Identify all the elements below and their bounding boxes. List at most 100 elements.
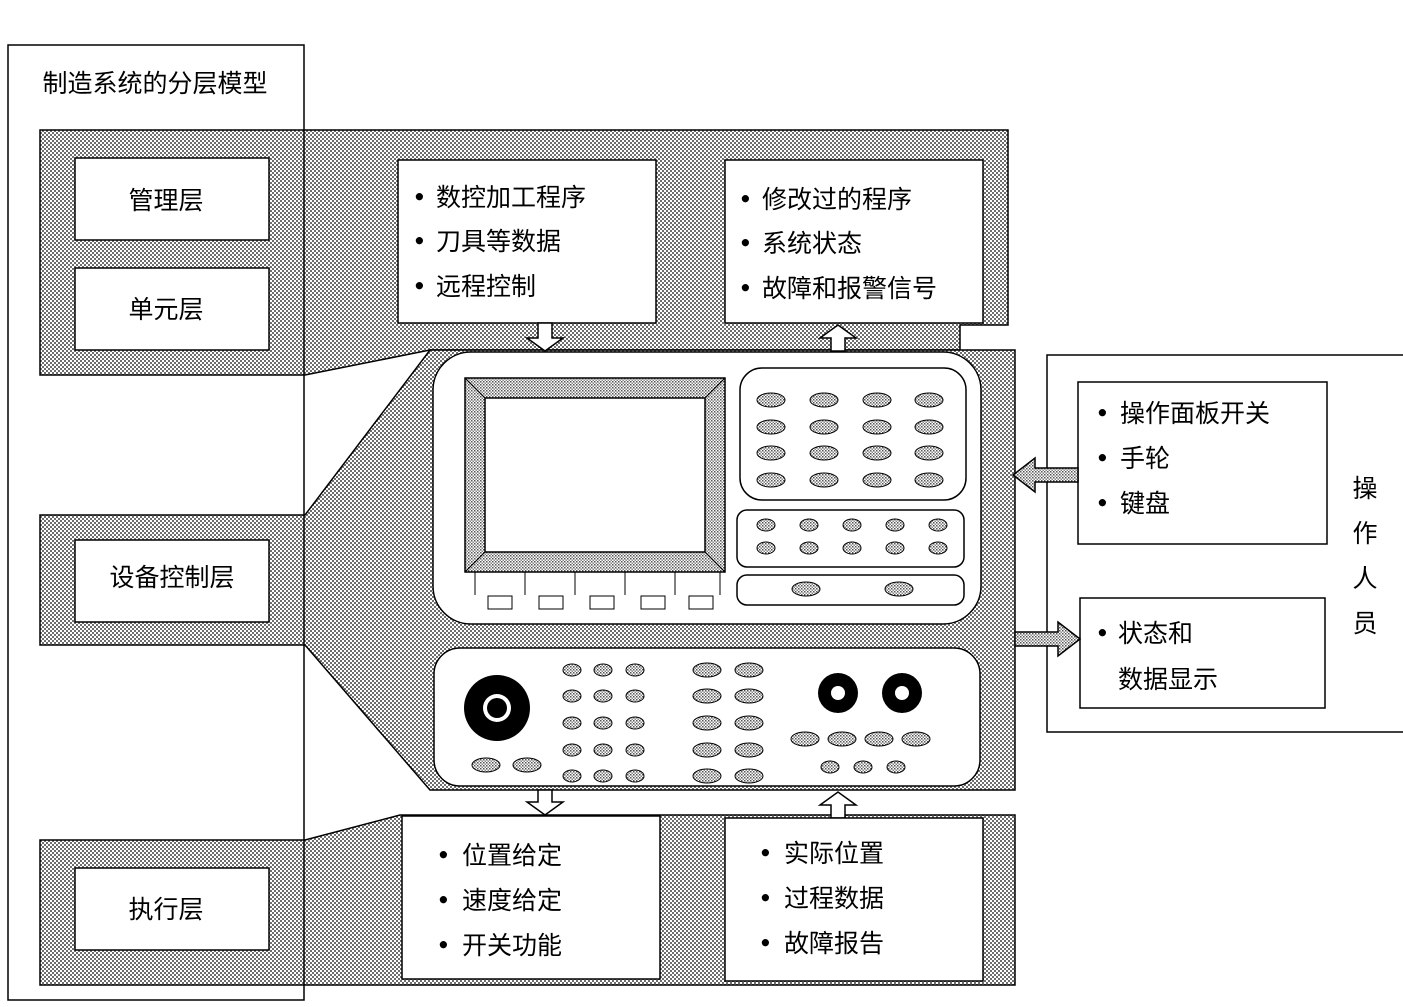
operator-input-bullet-1: • bbox=[1095, 399, 1110, 428]
bottom-output-bullet-1: • bbox=[758, 839, 773, 868]
lower-key bbox=[625, 716, 645, 730]
lower-key bbox=[625, 663, 645, 677]
top-input-item-3: 远程控制 bbox=[436, 272, 536, 301]
function-key bbox=[901, 731, 931, 747]
operator-label-char-3: 人 bbox=[1352, 564, 1377, 593]
top-input-item-2: 刀具等数据 bbox=[436, 227, 561, 256]
keypad-key bbox=[756, 472, 786, 488]
keypad-key bbox=[756, 445, 786, 461]
layer-equipment-control: 设备控制层 bbox=[74, 539, 270, 623]
small-key bbox=[886, 760, 906, 774]
strip-key bbox=[842, 541, 862, 555]
lower-key bbox=[625, 689, 645, 703]
operator-label: 操 作 人 员 bbox=[1352, 474, 1377, 638]
lower-key bbox=[625, 769, 645, 783]
bottom-input-bullet-1: • bbox=[436, 841, 451, 870]
lower-key bbox=[562, 769, 582, 783]
operator-label-char-1: 操 bbox=[1352, 474, 1377, 503]
top-input-bullet-2: • bbox=[412, 227, 427, 256]
operator-input-bullet-2: • bbox=[1095, 444, 1110, 473]
top-output-bullet-3: • bbox=[738, 274, 753, 303]
lower-key-wide bbox=[692, 742, 722, 758]
keypad-key bbox=[862, 419, 892, 435]
lower-key-wide bbox=[734, 715, 764, 731]
bottom-input-item-2: 速度给定 bbox=[462, 886, 562, 915]
keypad-keys bbox=[756, 392, 944, 488]
small-key bbox=[820, 760, 840, 774]
cnc-upper-panel bbox=[432, 351, 982, 625]
strip-key bbox=[756, 518, 776, 532]
strip-key bbox=[885, 518, 905, 532]
keypad-key bbox=[862, 472, 892, 488]
top-up-arrow bbox=[817, 324, 859, 352]
strip-key bbox=[756, 541, 776, 555]
lower-key bbox=[562, 663, 582, 677]
operator-display-box: • 状态和 数据显示 bbox=[1079, 597, 1326, 709]
bottom-input-bullet-2: • bbox=[436, 886, 451, 915]
function-key bbox=[790, 731, 820, 747]
button-strip bbox=[736, 509, 965, 568]
operator-frame bbox=[1046, 354, 1403, 733]
lower-key-wide bbox=[734, 742, 764, 758]
bottom-output-item-2: 过程数据 bbox=[784, 884, 884, 913]
bottom-output-item-1: 实际位置 bbox=[784, 839, 884, 868]
operator-to-panel-arrow bbox=[1011, 456, 1079, 494]
operator-display-line1: 状态和 bbox=[1118, 619, 1193, 648]
top-output-item-3: 故障和报警信号 bbox=[762, 274, 937, 303]
strip-key bbox=[885, 541, 905, 555]
bottom-output-bullet-2: • bbox=[758, 884, 773, 913]
keypad-key bbox=[809, 419, 839, 435]
operator-input-bullet-3: • bbox=[1095, 489, 1110, 518]
top-output-item-1: 修改过的程序 bbox=[762, 185, 912, 214]
monitor-screen bbox=[484, 397, 706, 553]
lower-key bbox=[562, 689, 582, 703]
top-output-bullet-2: • bbox=[738, 229, 753, 258]
top-input-bullet-1: • bbox=[412, 183, 427, 212]
lower-key bbox=[593, 689, 613, 703]
strip-key bbox=[928, 541, 948, 555]
layer-unit: 单元层 bbox=[74, 267, 270, 351]
operator-input-item-2: 手轮 bbox=[1120, 444, 1170, 473]
keypad-key bbox=[862, 392, 892, 408]
lower-key bbox=[593, 716, 613, 730]
operator-input-item-3: 键盘 bbox=[1120, 489, 1170, 518]
strip-key bbox=[842, 518, 862, 532]
top-input-bullet-3: • bbox=[412, 272, 427, 301]
cnc-lower-panel bbox=[433, 647, 981, 787]
layer-equipment-control-label: 设备控制层 bbox=[109, 563, 234, 592]
bottom-strip bbox=[736, 574, 965, 606]
button-strip-keys bbox=[756, 518, 948, 555]
keypad-key bbox=[862, 445, 892, 461]
lower-key-grid bbox=[562, 662, 764, 784]
strip-key bbox=[799, 541, 819, 555]
lower-key-wide bbox=[734, 768, 764, 784]
keypad-key bbox=[914, 392, 944, 408]
small-key bbox=[853, 760, 873, 774]
bottom-input-bullet-3: • bbox=[436, 931, 451, 960]
lower-key bbox=[625, 743, 645, 757]
panel-to-display-arrow bbox=[1014, 620, 1082, 658]
softkeys bbox=[474, 572, 721, 610]
layer-execution: 执行层 bbox=[74, 867, 270, 951]
operator-input-box: • 操作面板开关 • 手轮 • 键盘 bbox=[1077, 381, 1328, 545]
lower-key bbox=[562, 716, 582, 730]
strip-key bbox=[799, 518, 819, 532]
lower-key bbox=[593, 663, 613, 677]
keypad-key bbox=[914, 445, 944, 461]
bottom-input-item-1: 位置给定 bbox=[462, 841, 562, 870]
lower-key-wide bbox=[734, 662, 764, 678]
operator-display-bullet: • bbox=[1095, 619, 1110, 648]
keypad-key bbox=[809, 392, 839, 408]
keypad-key bbox=[756, 392, 786, 408]
bottom-output-box: • 实际位置 • 过程数据 • 故障报告 bbox=[724, 817, 984, 982]
top-output-box: • 修改过的程序 • 系统状态 • 故障和报警信号 bbox=[724, 159, 984, 324]
lower-key-wide bbox=[692, 662, 722, 678]
top-down-arrow bbox=[524, 322, 566, 352]
layer-management-label: 管理层 bbox=[128, 186, 203, 215]
model-frame bbox=[7, 44, 305, 1001]
bottom-output-item-3: 故障报告 bbox=[784, 929, 884, 958]
lower-key-wide bbox=[692, 768, 722, 784]
keypad-key bbox=[809, 445, 839, 461]
keypad-key bbox=[914, 419, 944, 435]
